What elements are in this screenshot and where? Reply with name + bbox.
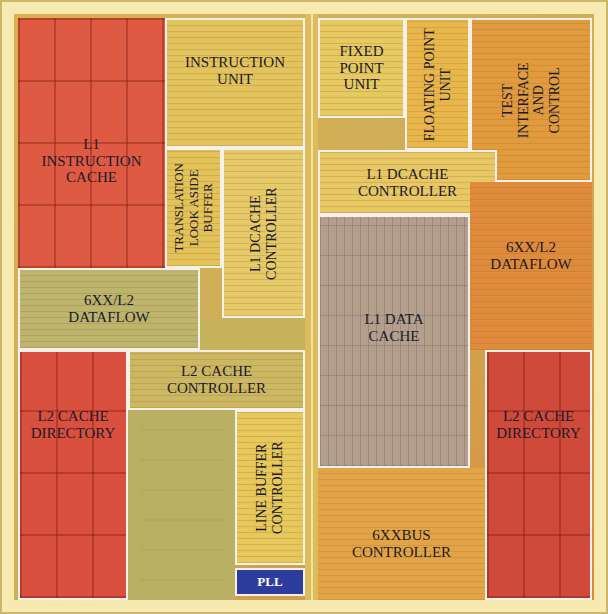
block-label: FLOATING POINT UNIT: [422, 22, 453, 146]
unit-block: FIXED POINT UNIT: [318, 18, 405, 118]
unit-block: TRANSLATION LOOK ASIDE BUFFER: [165, 148, 222, 268]
block-label: 6XX/L2 DATAFLOW: [59, 292, 159, 326]
dataflow-block: 6XX/L2 DATAFLOW: [18, 268, 200, 350]
block-label: FIXED POINT UNIT: [329, 43, 395, 93]
pll-block: PLL: [235, 568, 305, 596]
die: [14, 14, 594, 600]
controller-block: L1 DCACHE CONTROLLER: [222, 148, 305, 318]
block-label: L2 CACHE DIRECTORY: [23, 408, 123, 442]
block-label: INSTRUCTION UNIT: [176, 54, 294, 88]
unit-block: FLOATING POINT UNIT: [405, 18, 470, 150]
controller-block: 6XXBUS CONTROLLER: [318, 468, 485, 600]
block-label: L1 DCACHE CONTROLLER: [248, 177, 279, 289]
block-label: LINE BUFFER CONTROLLER: [254, 418, 285, 558]
logic-area: [200, 318, 305, 350]
block-label: TEST INTERFACE AND CONTROL: [500, 56, 563, 144]
block-label: L1 DCACHE CONTROLLER: [323, 166, 493, 200]
block-label: L1 DATA CACHE: [339, 311, 449, 345]
controller-block: L2 CACHE CONTROLLER: [128, 350, 305, 410]
logic-texture: [140, 430, 225, 580]
block-label: 6XX/L2 DATAFLOW: [481, 239, 581, 273]
block-label: PLL: [238, 575, 302, 590]
unit-block: INSTRUCTION UNIT: [165, 18, 305, 148]
channel-line: [311, 14, 313, 600]
dataflow-block: 6XX/L2 DATAFLOW: [470, 182, 592, 350]
directory-block: L2 CACHE DIRECTORY: [485, 350, 592, 600]
directory-block: L2 CACHE DIRECTORY: [18, 350, 128, 600]
controller-block: LINE BUFFER CONTROLLER: [235, 410, 305, 565]
block-label: L2 CACHE DIRECTORY: [490, 408, 588, 442]
cache-block: L1 INSTRUCTION CACHE: [18, 18, 165, 268]
wiring-channel: [305, 14, 318, 600]
block-label: 6XXBUS CONTROLLER: [342, 527, 462, 561]
cache-block: L1 DATA CACHE: [318, 215, 470, 468]
logic-area: [128, 410, 235, 600]
block-label: L1 INSTRUCTION CACHE: [36, 136, 148, 186]
block-label: L2 CACHE CONTROLLER: [157, 363, 277, 397]
block-label: TRANSLATION LOOK ASIDE BUFFER: [172, 152, 216, 264]
